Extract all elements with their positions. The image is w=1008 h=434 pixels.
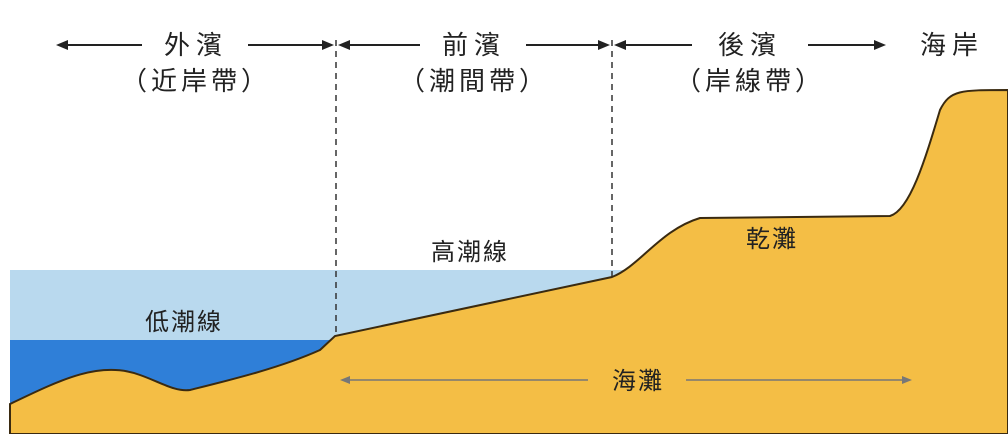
beach-label: 海灘	[612, 367, 664, 395]
offshore-arrows	[56, 40, 334, 50]
foreshore-subtitle: （潮間帶）	[399, 67, 549, 97]
foreshore-arrows	[338, 40, 610, 50]
backshore-arrows	[614, 40, 886, 50]
offshore-subtitle: （近岸帶）	[121, 67, 271, 97]
beach-span-arrow	[340, 376, 912, 384]
backshore-title: 後濱	[718, 31, 782, 61]
offshore-title: 外濱	[164, 31, 228, 61]
low-tide-label: 低潮線	[145, 308, 223, 336]
foreshore-title: 前濱	[442, 31, 506, 61]
sand-profile	[9, 89, 1008, 434]
dry-beach-label: 乾灘	[746, 225, 798, 253]
high-tide-label: 高潮線	[431, 238, 509, 266]
coast-title: 海岸	[920, 31, 984, 61]
backshore-subtitle: （岸線帶）	[675, 67, 825, 97]
